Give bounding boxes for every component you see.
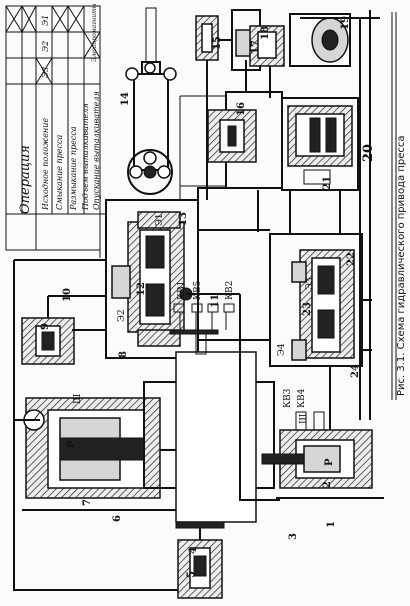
label-e3: Э3 <box>305 277 315 290</box>
valve-5 <box>177 539 223 599</box>
label-21: 21 <box>322 176 333 190</box>
table-col-e2: Э2 <box>41 41 50 52</box>
main-cylinder <box>22 397 176 511</box>
label-6: 6 <box>112 515 123 522</box>
table-col-e1: Э1 <box>41 15 50 26</box>
label-kv2: КВ2 <box>225 281 235 300</box>
label-9: 9 <box>40 323 51 330</box>
label-e2: Э2 <box>117 309 127 322</box>
table-col-e3: Э3 <box>41 67 50 78</box>
label-13: 13 <box>178 212 189 226</box>
valve-9 <box>21 295 106 365</box>
table-row-1: Смыкание пресса <box>55 135 64 210</box>
label-sh-2: Ш <box>299 414 309 424</box>
label-e4: Э4 <box>277 343 287 356</box>
distributor-12 <box>105 199 240 359</box>
table-header-operation: Операция <box>18 145 33 214</box>
label-15: 15 <box>212 36 223 50</box>
label-kv5: КВ5 <box>193 280 203 300</box>
label-kv4: КВ4 <box>297 388 307 408</box>
label-17: 17 <box>250 40 261 54</box>
label-14: 14 <box>120 92 131 106</box>
label-3: 3 <box>288 533 299 540</box>
label-p-1: Р <box>66 440 77 448</box>
table-header-magnets: Электромагниты <box>91 3 98 62</box>
label-e1: Э1 <box>155 213 165 226</box>
label-sh-1: Ш <box>73 394 83 404</box>
motor-14 <box>125 7 177 195</box>
pump-group <box>195 9 380 420</box>
label-22: 22 <box>346 252 357 266</box>
figure-caption: Рис. 3.1. Схема гидравлического привода … <box>396 135 407 396</box>
press-ram <box>143 303 275 560</box>
distributor-22 <box>269 233 363 367</box>
label-7: 7 <box>82 499 93 506</box>
label-12: 12 <box>136 282 147 296</box>
label-5: 5 <box>186 571 197 578</box>
table-row-3: Подъем выталкивателя <box>81 103 90 211</box>
table-row-2: Размыкание пресса <box>69 126 78 211</box>
label-8: 8 <box>118 351 129 358</box>
label-20: 20 <box>361 144 376 162</box>
label-p-2: Р <box>324 458 335 466</box>
label-11: 11 <box>210 294 221 308</box>
label-16: 16 <box>236 102 247 116</box>
label-1: 1 <box>326 521 337 528</box>
label-19: 19 <box>340 16 351 30</box>
ejector-cylinder <box>261 411 384 499</box>
label-24: 24 <box>350 364 361 378</box>
label-18: 18 <box>260 26 271 40</box>
label-kv1: КВ1 <box>177 281 187 300</box>
piping <box>13 60 372 591</box>
label-4: 4 <box>188 547 199 554</box>
operations-table: Операция Электромагниты Э1 Э2 Э3 Исходно… <box>5 3 101 251</box>
valve-block-16 <box>207 91 283 189</box>
label-23: 23 <box>302 302 313 316</box>
valve-block-20 <box>281 97 359 191</box>
label-kv3: КВ3 <box>283 388 293 408</box>
table-row-0: Исходное положение <box>41 118 50 211</box>
label-2: 2 <box>322 481 333 488</box>
labels: 1 2 3 4 5 6 7 8 9 10 11 12 13 14 15 16 1… <box>40 16 376 578</box>
table-row-4: Опускание выталкивателя <box>92 91 101 210</box>
label-10: 10 <box>62 288 73 302</box>
